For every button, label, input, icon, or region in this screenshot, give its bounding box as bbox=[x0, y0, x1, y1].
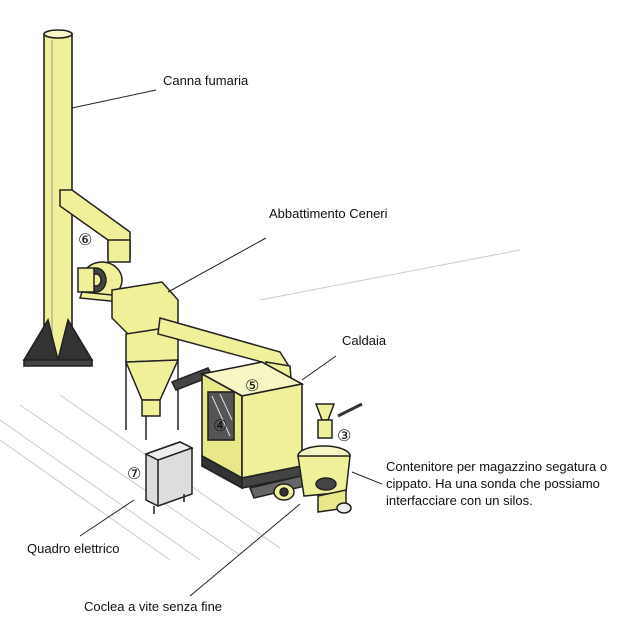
ash-separator-label: Abbattimento Ceneri bbox=[269, 205, 388, 222]
container bbox=[298, 404, 362, 513]
marker-7: ⑦ bbox=[127, 466, 141, 483]
auger-label: Coclea a vite senza fine bbox=[84, 598, 222, 615]
electrical-panel bbox=[146, 442, 192, 514]
marker-4: ④ bbox=[213, 418, 227, 435]
container-label: Contenitore per magazzino segatura o cip… bbox=[386, 458, 626, 509]
marker-6: ⑥ bbox=[78, 232, 92, 249]
chimney-label: Canna fumaria bbox=[163, 72, 248, 89]
ash-separator bbox=[112, 282, 178, 440]
marker-3: ③ bbox=[337, 428, 351, 445]
boiler-label: Caldaia bbox=[342, 332, 386, 349]
electrical-panel-label: Quadro elettrico bbox=[27, 540, 120, 557]
marker-5: ⑤ bbox=[245, 378, 259, 395]
